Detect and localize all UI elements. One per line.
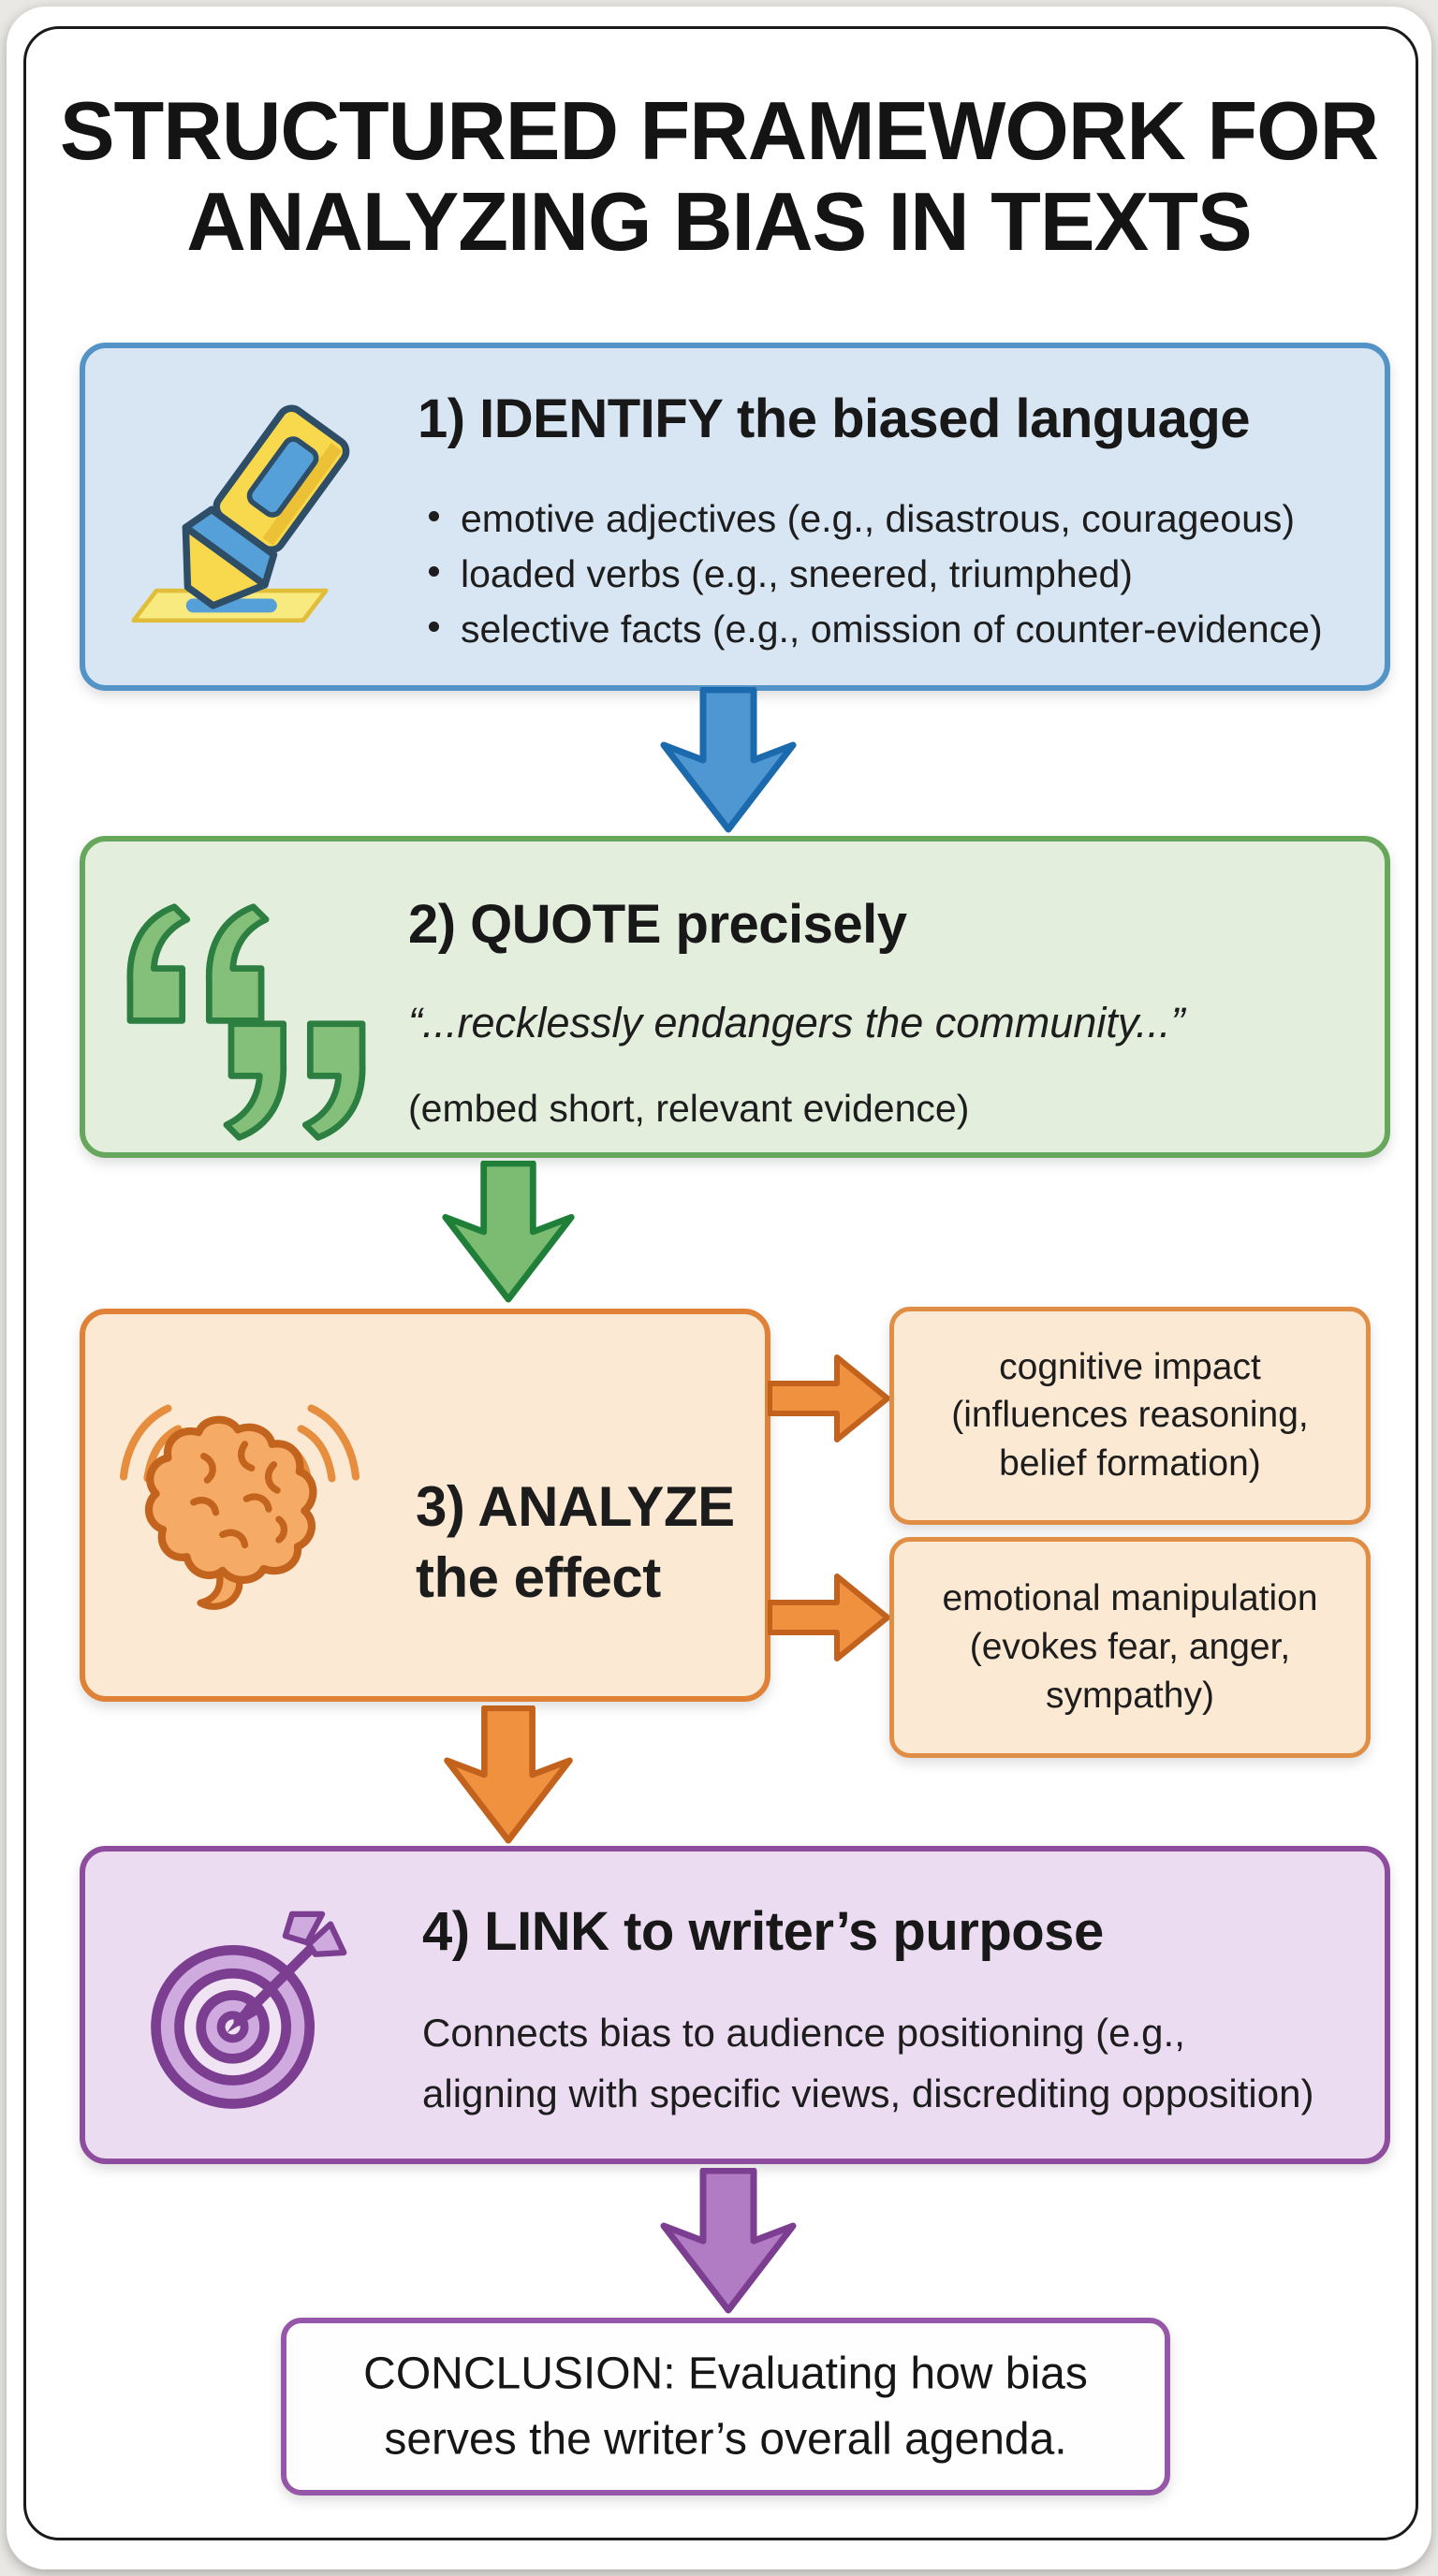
step3-heading-line2: the effect: [416, 1546, 661, 1610]
step3-heading-line1: 3) ANALYZE: [416, 1475, 735, 1538]
flow-arrow-right-top: [768, 1354, 890, 1442]
step1-bullet-list: emotive adjectives (e.g., disastrous, co…: [418, 491, 1357, 657]
step4-content: 4) LINK to writer’s purpose Connects bia…: [422, 1900, 1357, 2124]
step2-quote-box: 2) QUOTE precisely “...recklessly endang…: [80, 836, 1390, 1158]
page-title-line2: ANALYZING BIAS IN TEXTS: [186, 174, 1252, 268]
step1-bullet-2: loaded verbs (e.g., sneered, triumphed): [418, 547, 1357, 602]
target-dart-icon: [137, 1906, 354, 2123]
page-title-line1: STRUCTURED FRAMEWORK FOR: [59, 84, 1379, 177]
brain-icon-svg: [119, 1404, 360, 1610]
step1-identify-box: 1) IDENTIFY the biased language emotive …: [80, 343, 1390, 691]
quote-marks-icon: [106, 896, 387, 1149]
step2-quote-example: “...recklessly endangers the community..…: [408, 999, 1185, 1046]
flow-arrow-down-green: [442, 1161, 575, 1303]
conclusion-line2: serves the writer’s overall agenda.: [384, 2414, 1067, 2464]
outcome-cognitive-line3: belief formation): [999, 1443, 1261, 1485]
outcome-cognitive-text: cognitive impact (influences reasoning, …: [907, 1343, 1353, 1489]
step4-heading: 4) LINK to writer’s purpose: [422, 1901, 1104, 1962]
step3-content: 3) ANALYZE the effect: [416, 1471, 746, 1614]
conclusion-text: CONCLUSION: Evaluating how bias serves t…: [305, 2341, 1146, 2471]
target-dart-icon-svg: [151, 1910, 347, 2109]
step3-analyze-box: 3) ANALYZE the effect: [80, 1309, 770, 1702]
flow-arrow-down-orange: [444, 1705, 573, 1844]
flow-arrow-down-blue: [660, 687, 797, 833]
conclusion-line1: CONCLUSION: Evaluating how bias: [363, 2349, 1088, 2399]
highlighter-icon: [113, 395, 385, 657]
brain-icon: [95, 1370, 385, 1651]
step2-content: 2) QUOTE precisely “...recklessly endang…: [408, 893, 1357, 1131]
flow-arrow-right-bottom: [768, 1573, 890, 1661]
outcome-emotional-line1: emotional manipulation: [942, 1578, 1318, 1619]
step1-bullet-1: emotive adjectives (e.g., disastrous, co…: [418, 491, 1357, 547]
outcome-cognitive-line2: (influences reasoning,: [951, 1395, 1309, 1436]
step1-heading: 1) IDENTIFY the biased language: [418, 388, 1251, 449]
step1-content: 1) IDENTIFY the biased language emotive …: [418, 388, 1357, 657]
outcome-cognitive-box: cognitive impact (influences reasoning, …: [889, 1307, 1371, 1525]
conclusion-box: CONCLUSION: Evaluating how bias serves t…: [281, 2318, 1170, 2496]
outcome-cognitive-line1: cognitive impact: [999, 1346, 1261, 1387]
step2-heading: 2) QUOTE precisely: [408, 894, 907, 955]
step1-bullet-3: selective facts (e.g., omission of count…: [418, 602, 1357, 657]
page-title: STRUCTURED FRAMEWORK FOR ANALYZING BIAS …: [0, 84, 1438, 268]
outcome-emotional-line3: sympathy): [1046, 1675, 1214, 1716]
step4-link-box: 4) LINK to writer’s purpose Connects bia…: [80, 1846, 1390, 2164]
highlighter-icon-svg: [131, 404, 350, 623]
step4-body-line1: Connects bias to audience positioning (e…: [422, 2011, 1185, 2055]
step2-note: (embed short, relevant evidence): [408, 1087, 970, 1130]
quote-marks-icon-svg: [126, 903, 366, 1141]
step4-body-line2: aligning with specific views, discrediti…: [422, 2071, 1314, 2116]
outcome-emotional-text: emotional manipulation (evokes fear, ang…: [907, 1574, 1353, 1720]
flow-arrow-down-purple: [660, 2168, 797, 2314]
step4-body: Connects bias to audience positioning (e…: [422, 2002, 1357, 2124]
outcome-emotional-line2: (evokes fear, anger,: [969, 1627, 1291, 1668]
outcome-emotional-box: emotional manipulation (evokes fear, ang…: [889, 1537, 1371, 1758]
